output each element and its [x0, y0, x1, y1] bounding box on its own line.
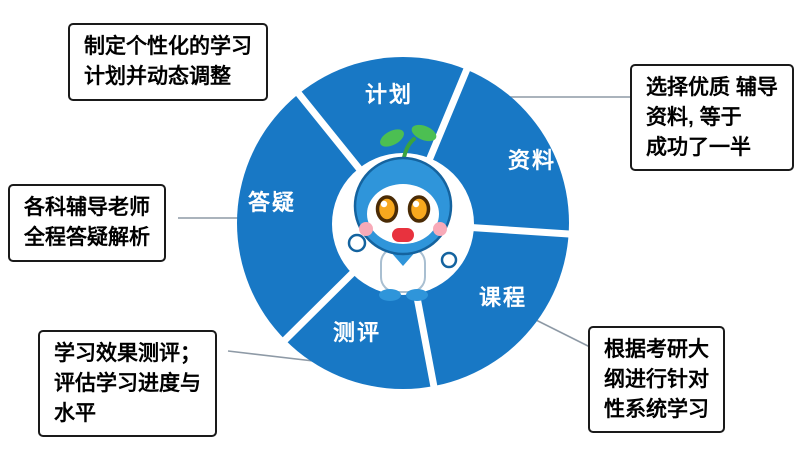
wheel-segment-plan: 计划 — [364, 82, 414, 107]
mascot-head — [353, 156, 453, 256]
callout-course: 根据考研大 纲进行针对 性系统学习 — [588, 326, 725, 434]
callout-plan: 制定个性化的学习 计划并动态调整 — [68, 23, 268, 101]
mascot-illustration — [332, 124, 474, 301]
mascot-hands — [347, 233, 458, 269]
wheel-segment-assessment: 测评 — [332, 320, 382, 345]
connector-lines — [178, 83, 630, 363]
wheel-segment-materials: 资料 — [507, 148, 557, 173]
callout-materials: 选择优质 辅导 资料, 等于 成功了一半 — [630, 64, 794, 172]
wheel-segment-course: 课程 — [478, 285, 528, 310]
connector-assessment — [227, 350, 323, 363]
callout-assessment: 学习效果测评； 评估学习进度与 水平 — [38, 330, 217, 438]
callout-qa: 各科辅导老师 全程答疑解析 — [8, 184, 166, 262]
wheel-segment-qa: 答疑 — [247, 190, 297, 215]
